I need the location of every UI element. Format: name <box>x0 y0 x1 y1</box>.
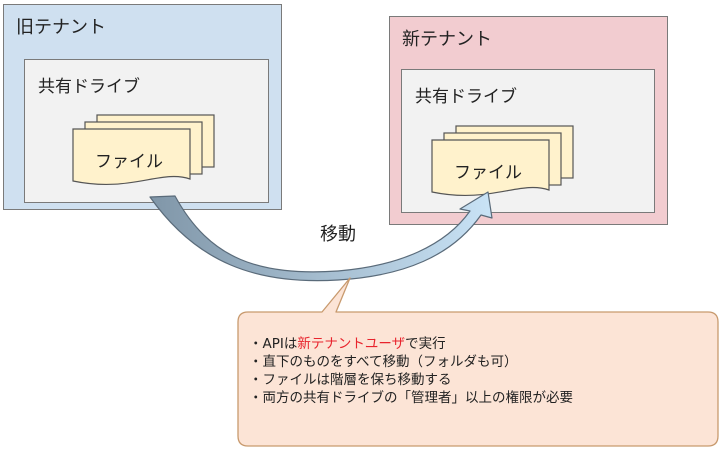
curved-arrow-shape <box>149 191 493 282</box>
callout-shape <box>237 277 719 447</box>
note-item: ・APIは新テナントユーザで実行 <box>249 335 573 353</box>
new-file-stack: ファイル <box>431 125 592 196</box>
old-shared-drive-title: 共有ドライブ <box>38 77 140 97</box>
new-shared-drive-box: 共有ドライブ ファイル <box>401 69 655 213</box>
move-label: 移動 <box>320 224 356 245</box>
old-tenant-box: 旧テナント 共有ドライブ ファイル <box>3 4 282 210</box>
old-tenant-title: 旧テナント <box>16 17 106 38</box>
note-list: ・APIは新テナントユーザで実行 ・直下のものをすべて移動（フォルダも可） ・フ… <box>249 335 573 407</box>
new-tenant-title: 新テナント <box>402 29 492 50</box>
note-item: ・両方の共有ドライブの「管理者」以上の権限が必要 <box>249 390 573 406</box>
note-item: ・直下のものをすべて移動（フォルダも可） <box>249 354 518 370</box>
note-item: ・ファイルは階層を保ち移動する <box>249 372 452 388</box>
old-file-stack: ファイル <box>72 114 233 185</box>
old-file-label: ファイル <box>95 152 163 172</box>
new-file-label: ファイル <box>454 163 522 183</box>
document-stack-icon <box>431 125 574 196</box>
note-text: で実行 <box>405 336 446 352</box>
new-shared-drive-title: 共有ドライブ <box>415 87 517 107</box>
new-tenant-box: 新テナント 共有ドライブ ファイル <box>389 16 668 225</box>
old-shared-drive-box: 共有ドライブ ファイル <box>24 59 269 203</box>
note-text: ・APIは <box>249 336 298 352</box>
document-stack-icon <box>72 114 215 185</box>
highlighted-text: 新テナントユーザ <box>297 336 406 352</box>
